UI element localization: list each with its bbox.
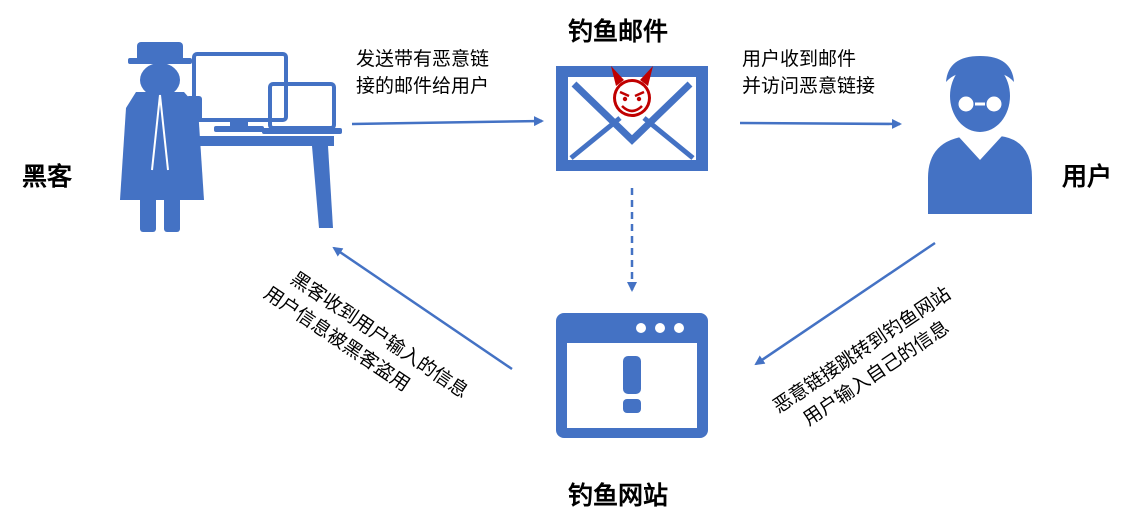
- caption-line: 接的邮件给用户: [356, 75, 490, 97]
- arrow-user-to-site: [754, 241, 936, 366]
- devil-icon: [611, 66, 653, 117]
- label-hacker: 黑客: [22, 162, 73, 191]
- mail-devil-icon: [556, 66, 708, 171]
- caption-line: 并访问恶意链接: [742, 75, 876, 97]
- hacker-icon: [120, 42, 342, 232]
- caption-mail-to-user: 用户收到邮件 并访问恶意链接: [742, 46, 875, 100]
- label-user: 用户: [1062, 162, 1113, 191]
- browser-warning-icon: [556, 313, 708, 438]
- caption-line: 发送带有恶意链: [356, 48, 490, 70]
- caption-hacker-to-mail: 发送带有恶意链 接的邮件给用户: [356, 46, 489, 100]
- arrow-mail-to-user: [739, 118, 902, 129]
- caption-line: 用户收到邮件: [742, 48, 857, 70]
- title-phishing-mail: 钓鱼邮件: [568, 17, 669, 46]
- arrow-hacker-to-mail: [351, 116, 544, 127]
- user-glasses-icon: [928, 56, 1032, 214]
- arrow-site-to-hacker: [332, 246, 513, 371]
- title-phishing-site: 钓鱼网站: [568, 481, 669, 510]
